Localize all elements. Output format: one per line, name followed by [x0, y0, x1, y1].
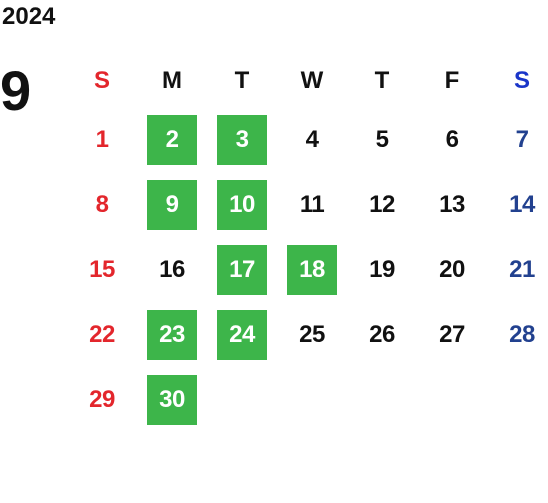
day-number: 26: [369, 320, 395, 348]
day-number: 22: [89, 320, 115, 348]
day-number-highlighted: 18: [287, 244, 337, 295]
day-number: 1: [95, 125, 109, 153]
day-number: 7: [515, 125, 529, 153]
day-number-highlighted: 17: [217, 244, 267, 295]
day-cell[interactable]: 27: [417, 302, 487, 367]
day-number: 11: [299, 190, 325, 218]
day-cell[interactable]: 3: [207, 107, 277, 172]
day-cell[interactable]: 23: [137, 302, 207, 367]
day-cell[interactable]: 19: [347, 237, 417, 302]
day-cell[interactable]: 20: [417, 237, 487, 302]
weekday-friday: F: [444, 67, 460, 94]
day-cell[interactable]: 12: [347, 172, 417, 237]
calendar-week-row: 22 23 24 25 26 27 28: [67, 302, 548, 367]
day-number: 5: [375, 125, 389, 153]
day-cell: [417, 367, 487, 432]
day-cell: [487, 367, 548, 432]
day-number: 19: [369, 255, 395, 283]
day-cell[interactable]: 1: [67, 107, 137, 172]
day-number: [497, 375, 547, 425]
weekday-tuesday: T: [234, 67, 250, 94]
day-cell[interactable]: 28: [487, 302, 548, 367]
day-cell[interactable]: 24: [207, 302, 277, 367]
day-number: 6: [445, 125, 459, 153]
day-cell[interactable]: 10: [207, 172, 277, 237]
day-number-highlighted: 9: [147, 179, 197, 230]
day-cell[interactable]: 25: [277, 302, 347, 367]
day-cell[interactable]: 15: [67, 237, 137, 302]
calendar-year: 2024: [2, 3, 56, 30]
calendar-week-row: 15 16 17 18 19 20 21: [67, 237, 548, 302]
day-number: 16: [159, 255, 185, 283]
day-number: 15: [89, 255, 115, 283]
day-number-highlighted: 23: [147, 309, 197, 360]
day-cell[interactable]: 18: [277, 237, 347, 302]
day-number: 27: [439, 320, 465, 348]
weekday-monday: M: [162, 67, 182, 94]
weekday-saturday: S: [513, 67, 530, 94]
day-number: 8: [95, 190, 109, 218]
weekday-header-row: S M T W T F S: [67, 55, 548, 107]
day-number: 20: [439, 255, 465, 283]
day-number: 4: [305, 125, 319, 153]
day-cell[interactable]: 6: [417, 107, 487, 172]
day-cell[interactable]: 9: [137, 172, 207, 237]
day-cell: [277, 367, 347, 432]
day-cell[interactable]: 8: [67, 172, 137, 237]
day-number: 13: [439, 190, 465, 218]
day-number-highlighted: 2: [147, 114, 197, 165]
weekday-wednesday: W: [300, 67, 324, 94]
day-cell[interactable]: 21: [487, 237, 548, 302]
day-number: 14: [509, 190, 535, 218]
day-cell[interactable]: 22: [67, 302, 137, 367]
day-cell[interactable]: 30: [137, 367, 207, 432]
day-cell[interactable]: 14: [487, 172, 548, 237]
day-cell[interactable]: 11: [277, 172, 347, 237]
day-number-highlighted: 3: [217, 114, 267, 165]
day-number: [217, 375, 267, 425]
calendar-month: 9: [0, 59, 32, 122]
day-number: [287, 375, 337, 425]
day-number: 29: [89, 385, 115, 413]
day-cell[interactable]: 29: [67, 367, 137, 432]
day-cell: [347, 367, 417, 432]
day-number: 25: [299, 320, 325, 348]
day-cell[interactable]: 5: [347, 107, 417, 172]
day-number-highlighted: 10: [217, 179, 267, 230]
day-cell[interactable]: 7: [487, 107, 548, 172]
weekday-thursday: T: [374, 67, 390, 94]
day-cell[interactable]: 26: [347, 302, 417, 367]
day-cell: [207, 367, 277, 432]
weekday-sunday: S: [93, 67, 110, 94]
day-cell[interactable]: 2: [137, 107, 207, 172]
day-number: 21: [509, 255, 535, 283]
day-cell[interactable]: 13: [417, 172, 487, 237]
day-cell[interactable]: 17: [207, 237, 277, 302]
day-cell[interactable]: 16: [137, 237, 207, 302]
day-number-highlighted: 30: [147, 374, 197, 425]
day-number: 28: [509, 320, 535, 348]
day-number: [427, 375, 477, 425]
day-number-highlighted: 24: [217, 309, 267, 360]
calendar-week-row: 8 9 10 11 12 13 14: [67, 172, 548, 237]
calendar-week-row: 29 30: [67, 367, 548, 432]
day-number: [357, 375, 407, 425]
day-number: 12: [369, 190, 395, 218]
day-cell[interactable]: 4: [277, 107, 347, 172]
